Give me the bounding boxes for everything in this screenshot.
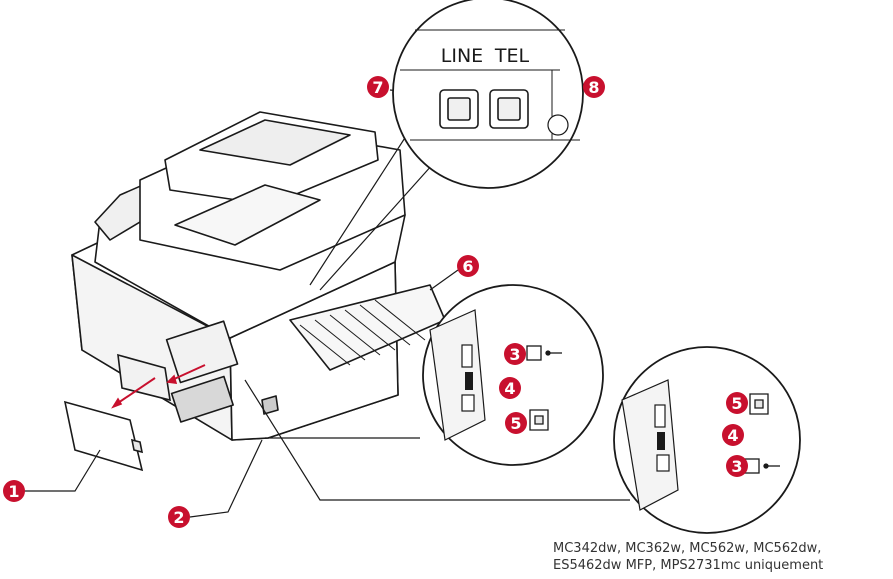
phone-jack-icon	[439, 89, 529, 129]
svg-text:1: 1	[8, 482, 19, 501]
callout-6: 6	[457, 255, 479, 277]
printer-illustration	[71, 111, 446, 441]
label-line: LINE	[441, 45, 483, 67]
lan-icon	[749, 393, 769, 415]
model-caption: MC342dw, MC362w, MC562w, MC562dw, ES5462…	[553, 540, 889, 574]
callout-5a: 5	[505, 412, 527, 434]
label-tel: TEL	[494, 45, 530, 67]
lan-icon	[529, 409, 549, 431]
zoom-panel-line-tel: LINE TEL	[392, 0, 584, 189]
adf-tray	[174, 184, 321, 246]
callout-4b: 4	[722, 424, 744, 446]
svg-text:3: 3	[731, 457, 742, 476]
caption-line-1: MC342dw, MC362w, MC562w, MC562dw,	[553, 541, 822, 556]
svg-text:5: 5	[731, 394, 742, 413]
callout-3a: 3	[504, 343, 526, 365]
callout-5b: 5	[726, 392, 748, 414]
svg-text:4: 4	[727, 426, 738, 445]
rear-port-cluster	[165, 320, 239, 384]
callout-7: 7	[367, 76, 389, 98]
rear-tray-ribs	[299, 299, 426, 366]
svg-text:3: 3	[509, 345, 520, 364]
callout-1: 1	[3, 480, 25, 502]
callout-8: 8	[583, 76, 605, 98]
usb-icon	[526, 345, 562, 361]
leader-1	[24, 449, 101, 492]
svg-text:2: 2	[173, 508, 184, 527]
callout-3b: 3	[726, 455, 748, 477]
leader-6	[429, 269, 459, 291]
svg-text:5: 5	[510, 414, 521, 433]
svg-text:6: 6	[462, 257, 473, 276]
rear-vent	[170, 375, 234, 423]
callout-4a: 4	[499, 377, 521, 399]
cover-plate	[117, 353, 171, 402]
zoom-panel-ports-b	[613, 346, 801, 534]
port-cover	[63, 353, 206, 472]
adf-top	[199, 119, 351, 166]
zoom-panel-ports-a	[422, 284, 604, 466]
leader-2	[189, 439, 263, 518]
caption-line-2: ES5462dw MFP, MPS2731mc uniquement	[553, 558, 824, 573]
callout-2: 2	[168, 506, 190, 528]
leader-top-panel	[309, 129, 451, 291]
svg-text:7: 7	[372, 78, 383, 97]
leader-panel-b	[244, 379, 630, 501]
svg-text:4: 4	[504, 379, 515, 398]
usb-icon	[744, 458, 780, 474]
svg-text:8: 8	[588, 78, 599, 97]
